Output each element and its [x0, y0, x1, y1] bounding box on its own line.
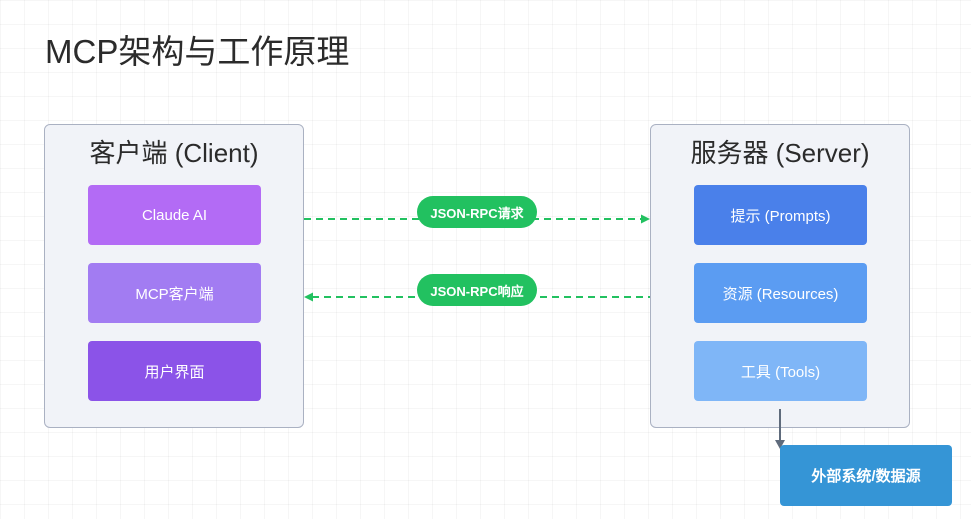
client-box-claude-ai: Claude AI	[88, 185, 261, 245]
page-title: MCP架构与工作原理	[45, 33, 350, 70]
external-system-box: 外部系统/数据源	[780, 445, 952, 506]
server-box-resources: 资源 (Resources)	[694, 263, 867, 323]
client-box-mcp-client: MCP客户端	[88, 263, 261, 323]
request-arrow-head	[641, 214, 650, 224]
client-panel-title: 客户端 (Client)	[89, 138, 259, 168]
tools-to-external-arrow	[775, 409, 785, 449]
server-panel-title: 服务器 (Server)	[690, 138, 870, 168]
client-panel: 客户端 (Client) Claude AI MCP客户端 用户界面	[44, 124, 304, 428]
server-box-prompts: 提示 (Prompts)	[694, 185, 867, 245]
json-rpc-response-label: JSON-RPC响应	[417, 274, 537, 306]
server-panel: 服务器 (Server) 提示 (Prompts) 资源 (Resources)…	[650, 124, 910, 428]
server-box-tools: 工具 (Tools)	[694, 341, 867, 401]
client-box-user-interface: 用户界面	[88, 341, 261, 401]
response-arrow-head	[304, 292, 313, 302]
json-rpc-request-label: JSON-RPC请求	[417, 196, 537, 228]
